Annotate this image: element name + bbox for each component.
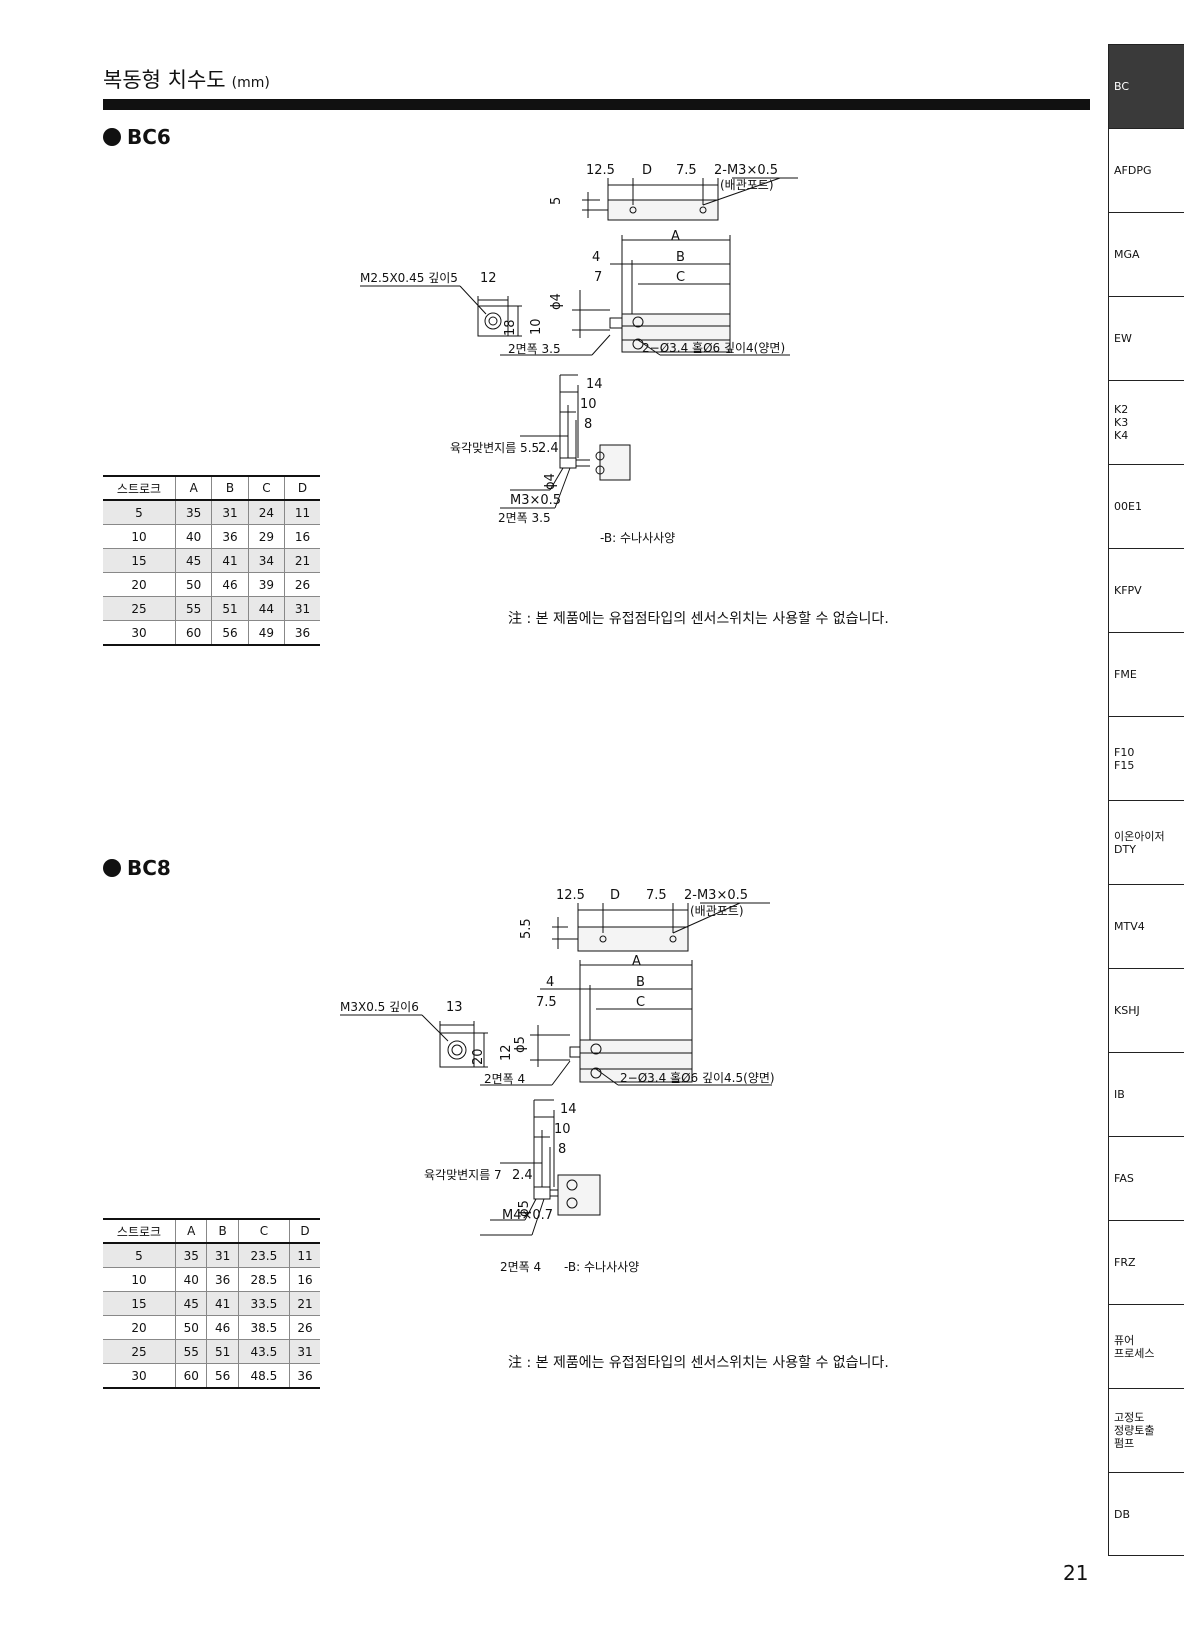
svg-text:(배관포트): (배관포트) [720, 178, 774, 192]
bullet-icon [103, 128, 121, 146]
tab-ib[interactable]: IB [1108, 1052, 1184, 1136]
bc8-note: 注 : 본 제품에는 유접점타입의 센서스위치는 사용할 수 없습니다. [508, 1355, 889, 1371]
tab-ionizer-dty[interactable]: 이온아이저 DTY [1108, 800, 1184, 884]
svg-text:C: C [636, 995, 645, 1010]
svg-text:D: D [610, 888, 620, 903]
tab-fas[interactable]: FAS [1108, 1136, 1184, 1220]
svg-text:M3×0.5: M3×0.5 [510, 493, 561, 508]
svg-text:12: 12 [480, 271, 497, 286]
sidebar-tabs: BC AFDPG MGA EW K2 K3 K4 00E1 KFPV FME F… [1108, 44, 1184, 1556]
svg-text:2면폭 3.5: 2면폭 3.5 [508, 342, 561, 356]
svg-text:ϕ4: ϕ4 [543, 473, 558, 490]
tab-mga[interactable]: MGA [1108, 212, 1184, 296]
tab-frz[interactable]: FRZ [1108, 1220, 1184, 1304]
svg-text:12.5: 12.5 [556, 888, 585, 903]
bc6-dimension-drawing: 12.5 D 7.5 2-M3×0.5 (배관포트) 5 A B C 4 7 1… [360, 163, 798, 545]
svg-text:7.5: 7.5 [676, 163, 697, 178]
section-heading-bc8: BC8 [103, 856, 171, 880]
svg-text:ϕ5: ϕ5 [517, 1200, 532, 1217]
svg-text:2-M3×0.5: 2-M3×0.5 [684, 888, 748, 903]
svg-text:5.5: 5.5 [519, 918, 534, 939]
svg-text:10: 10 [529, 318, 544, 335]
page-title: 복동형 치수도(mm) [103, 68, 270, 92]
tab-k2-k3-k4[interactable]: K2 K3 K4 [1108, 380, 1184, 464]
svg-text:2.4: 2.4 [512, 1168, 533, 1183]
tab-pure-process[interactable]: 퓨어 프로세스 [1108, 1304, 1184, 1388]
svg-text:18: 18 [503, 319, 518, 336]
svg-text:2−Ø3.4 홀Ø6 깊이4.5(양면): 2−Ø3.4 홀Ø6 깊이4.5(양면) [620, 1071, 775, 1085]
svg-text:2면폭 3.5: 2면폭 3.5 [498, 511, 551, 525]
svg-text:(배관포트): (배관포트) [690, 904, 744, 918]
svg-text:12.5: 12.5 [586, 163, 615, 178]
svg-text:B: B [676, 250, 685, 265]
tab-kfpv[interactable]: KFPV [1108, 548, 1184, 632]
section-heading-bc6: BC6 [103, 125, 171, 149]
svg-text:10: 10 [554, 1122, 571, 1137]
svg-text:7: 7 [594, 270, 602, 285]
svg-text:D: D [642, 163, 652, 178]
svg-text:C: C [676, 270, 685, 285]
svg-text:ϕ4: ϕ4 [549, 293, 564, 310]
svg-text:A: A [632, 954, 641, 969]
svg-text:8: 8 [558, 1142, 566, 1157]
svg-text:2면폭 4: 2면폭 4 [484, 1072, 525, 1086]
tab-mtv4[interactable]: MTV4 [1108, 884, 1184, 968]
svg-text:-B: 수나사사양: -B: 수나사사양 [564, 1260, 639, 1274]
svg-text:육각맞변지름 5.5: 육각맞변지름 5.5 [450, 441, 539, 455]
tab-fme[interactable]: FME [1108, 632, 1184, 716]
tab-00e1[interactable]: 00E1 [1108, 464, 1184, 548]
svg-text:10: 10 [580, 397, 597, 412]
svg-text:2-M3×0.5: 2-M3×0.5 [714, 163, 778, 178]
title-rule [103, 99, 1090, 110]
svg-text:2.4: 2.4 [538, 441, 559, 456]
tab-db[interactable]: DB [1108, 1472, 1184, 1556]
tab-precision-pump[interactable]: 고정도 정량토출 펌프 [1108, 1388, 1184, 1472]
svg-text:M3X0.5 깊이6: M3X0.5 깊이6 [340, 1000, 419, 1014]
svg-text:12: 12 [499, 1044, 514, 1061]
bc8-dimension-drawing: 12.5 D 7.5 2-M3×0.5 (배관포트) 5.5 A B C 4 7… [340, 888, 775, 1274]
svg-text:8: 8 [584, 417, 592, 432]
bc6-note: 注 : 본 제품에는 유접점타입의 센서스위치는 사용할 수 없습니다. [508, 611, 889, 627]
svg-text:M4×0.7: M4×0.7 [502, 1208, 553, 1223]
svg-text:5: 5 [549, 197, 564, 205]
svg-text:B: B [636, 975, 645, 990]
svg-text:4: 4 [592, 250, 600, 265]
svg-text:육각맞변지름 7: 육각맞변지름 7 [424, 1168, 502, 1182]
svg-text:7.5: 7.5 [646, 888, 667, 903]
tab-ew[interactable]: EW [1108, 296, 1184, 380]
svg-text:-B: 수나사사양: -B: 수나사사양 [600, 531, 675, 545]
page-number: 21 [1063, 1561, 1089, 1585]
tab-afdpg[interactable]: AFDPG [1108, 128, 1184, 212]
svg-text:4: 4 [546, 975, 554, 990]
bullet-icon [103, 859, 121, 877]
svg-text:13: 13 [446, 1000, 463, 1015]
tab-f10-f15[interactable]: F10 F15 [1108, 716, 1184, 800]
tab-bc[interactable]: BC [1108, 44, 1184, 128]
svg-text:14: 14 [586, 377, 603, 392]
svg-text:M2.5X0.45 깊이5: M2.5X0.45 깊이5 [360, 271, 458, 285]
svg-text:ϕ5: ϕ5 [513, 1036, 528, 1053]
svg-text:7.5: 7.5 [536, 995, 557, 1010]
svg-text:20: 20 [471, 1048, 486, 1065]
tab-kshj[interactable]: KSHJ [1108, 968, 1184, 1052]
svg-text:14: 14 [560, 1102, 577, 1117]
svg-text:2면폭 4: 2면폭 4 [500, 1260, 541, 1274]
svg-text:A: A [671, 229, 680, 244]
svg-text:2−Ø3.4 홀Ø6 깊이4(양면): 2−Ø3.4 홀Ø6 깊이4(양면) [642, 341, 785, 355]
